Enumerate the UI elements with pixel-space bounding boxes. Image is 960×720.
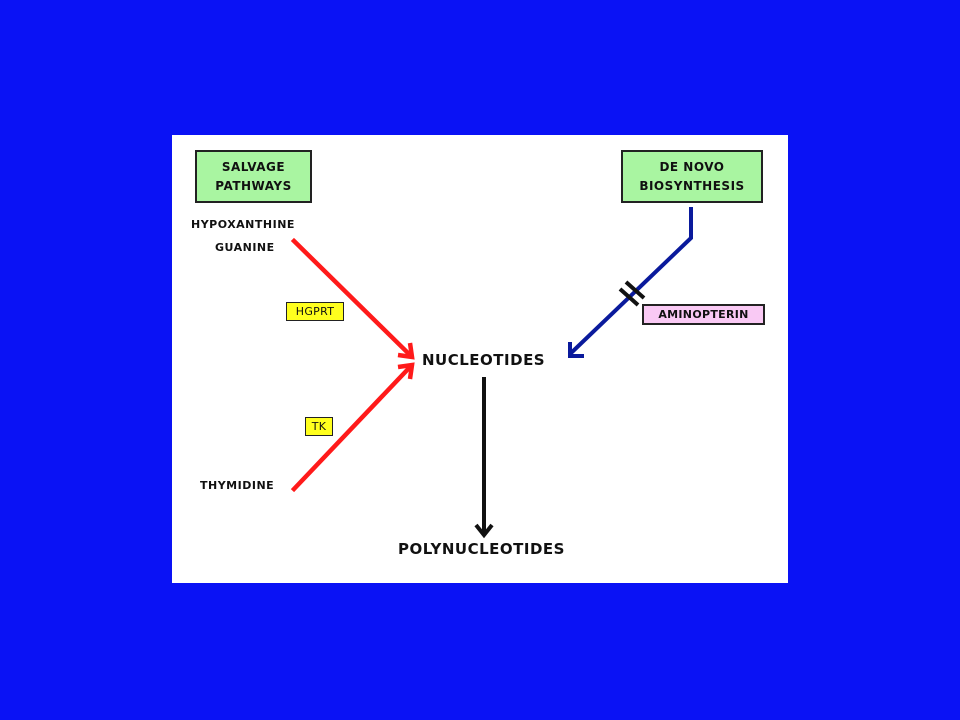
salvage-box-line2: PATHWAYS — [215, 178, 292, 193]
enzyme-hgprt: HGPRT — [286, 302, 344, 321]
pathway-arrows — [290, 207, 693, 539]
salvage-arrowhead-thymidine — [397, 362, 415, 380]
denovo-arrowhead — [568, 342, 584, 358]
denovo-box-line2: BIOSYNTHESIS — [639, 178, 745, 193]
salvage-pathways-box: SALVAGE PATHWAYS — [195, 150, 312, 203]
salvage-box-line1: SALVAGE — [221, 159, 286, 174]
denovo-biosynthesis-box: DE NOVO BIOSYNTHESIS — [621, 150, 763, 203]
diagram-panel: SALVAGE PATHWAYS DE NOVO BIOSYNTHESIS HY… — [172, 135, 788, 583]
label-guanine: GUANINE — [215, 241, 275, 254]
label-polynucleotides: POLYNUCLEOTIDES — [398, 540, 565, 558]
label-thymidine: THYMIDINE — [200, 479, 275, 492]
salvage-arrow-thymidine — [290, 363, 414, 493]
inhibitor-aminopterin: AMINOPTERIN — [642, 304, 765, 325]
inhibition-mark — [618, 280, 646, 307]
denovo-box-line1: DE NOVO — [659, 159, 725, 174]
label-nucleotides: NUCLEOTIDES — [422, 351, 546, 369]
salvage-arrowhead-purines — [397, 342, 415, 360]
enzyme-tk: TK — [305, 417, 333, 436]
main-arrowhead — [474, 523, 494, 539]
salvage-arrow-purines — [290, 237, 414, 359]
denovo-arrow — [568, 207, 693, 356]
label-hypoxanthine: HYPOXANTHINE — [191, 218, 295, 231]
